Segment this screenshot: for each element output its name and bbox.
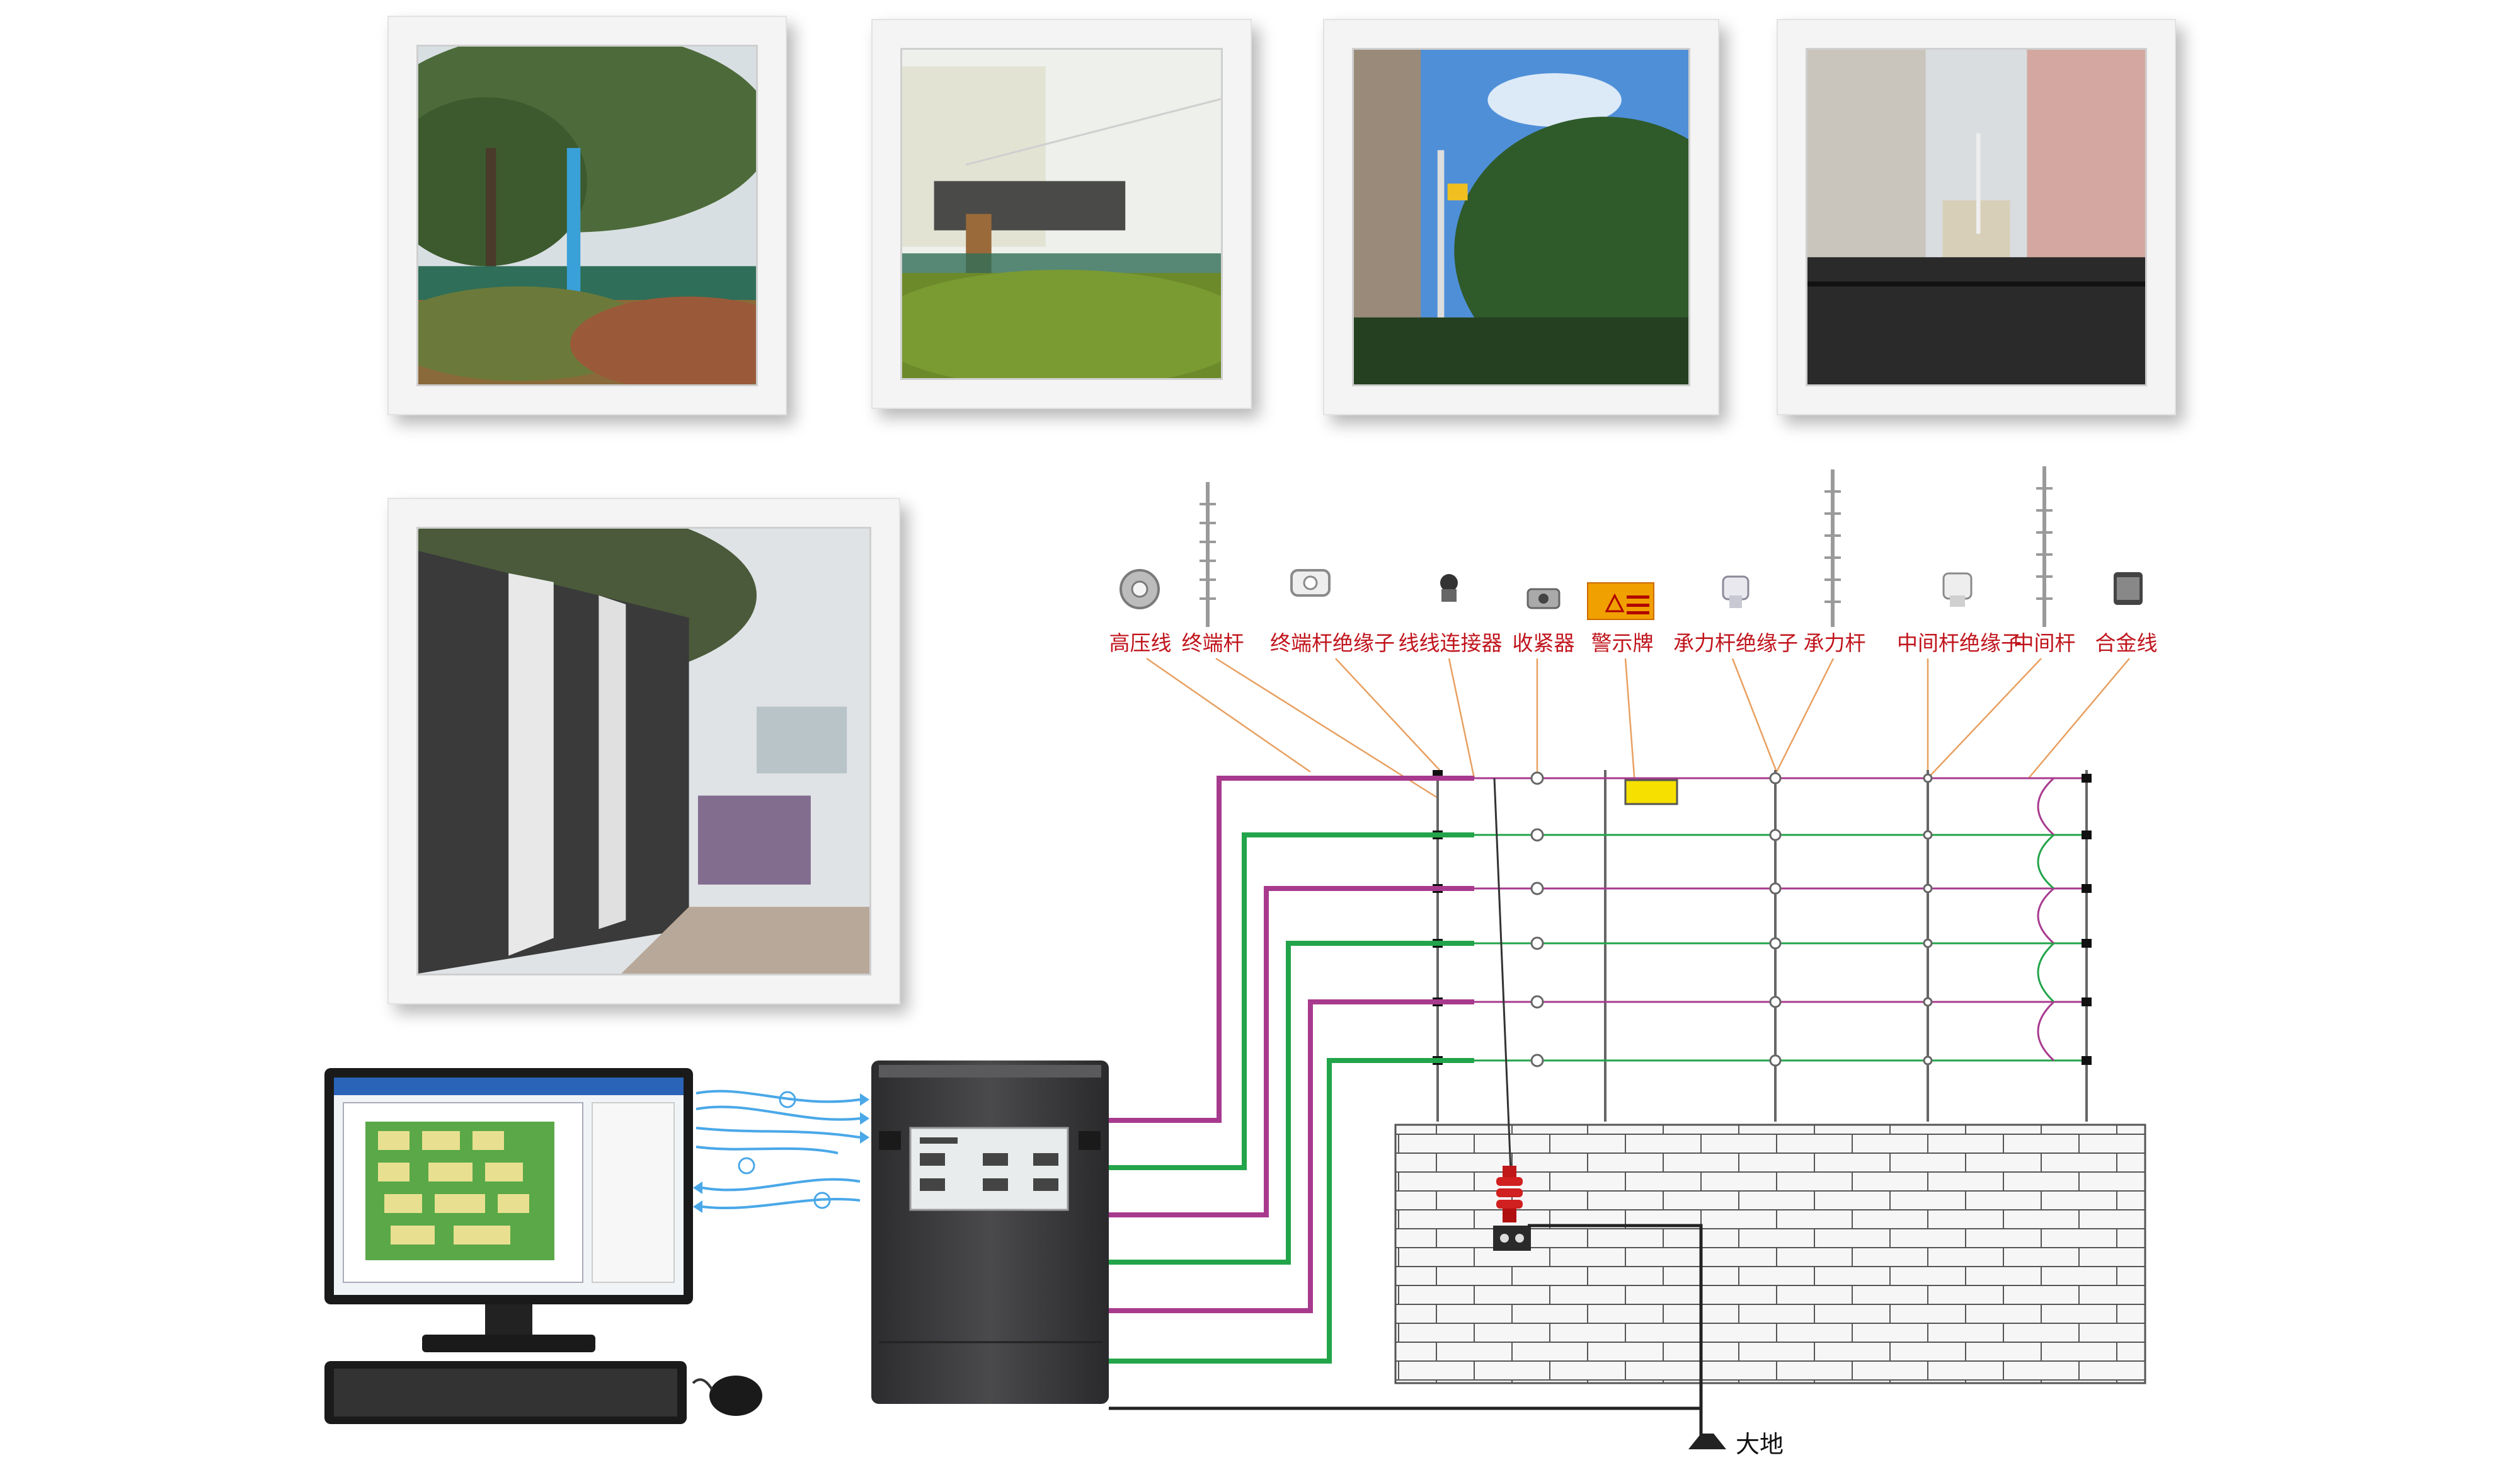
- terminal-insulator-icon: [1290, 569, 1331, 597]
- component-labels: 高压线 终端杆 终端杆绝缘子 线线连接器 收紧器 警示牌 承力杆绝缘子 承力杆 …: [1109, 631, 2158, 655]
- port-a-minus-1: A-1: [1131, 1233, 1169, 1258]
- port-a-minus: A-: [1131, 1137, 1157, 1162]
- warning-sign-on-fence: [1624, 779, 1678, 805]
- middle-markers: [1923, 773, 1933, 1066]
- pulse-controller[interactable]: [871, 1061, 1109, 1404]
- label-terminal-pole: 终端杆: [1182, 631, 1244, 655]
- label-alloy-wire: 合金线: [2095, 631, 2158, 655]
- ground-wire: [1528, 1224, 1703, 1440]
- middle-pole-icon: [2036, 466, 2053, 627]
- label-middle-insulator: 中间杆绝缘子: [1897, 631, 2022, 655]
- label-tensioner: 收紧器: [1513, 631, 1575, 655]
- terminal-pole-icon: [1200, 482, 1216, 627]
- photo-garden-fence: [416, 45, 758, 386]
- component-icons: [1120, 466, 2143, 627]
- computer-monitor: [324, 1068, 693, 1352]
- lightning-arrester-icon: [1493, 1166, 1531, 1251]
- ground-icon: [1688, 1434, 1726, 1449]
- port-a-plus-1: A+1: [1131, 1185, 1169, 1210]
- alloy-wire-icon: [2114, 572, 2143, 605]
- photo-apartment-pole: [1352, 48, 1690, 386]
- brick-wall: [1394, 1124, 2146, 1384]
- port-a-plus: A+: [1131, 1091, 1157, 1116]
- label-wire-connector: 线线连接器: [1399, 631, 1503, 655]
- photo-street-fence: [416, 527, 871, 975]
- mouse[interactable]: [692, 1376, 762, 1416]
- middle-insulator-icon: [1942, 572, 1973, 607]
- terminal-insulators: [1433, 770, 2092, 1065]
- label-bearing-insulator: 承力杆绝缘子: [1673, 631, 1798, 655]
- ground-label: 大地: [1736, 1430, 1784, 1458]
- data-flow-arrows: [696, 1089, 861, 1209]
- label-bearing-pole: 承力杆: [1804, 631, 1866, 655]
- leader-lines: [1146, 657, 2130, 798]
- photo-frame-1: [387, 16, 787, 415]
- photo-frame-4: [1777, 19, 2176, 415]
- fence-wires: [1443, 777, 2085, 1062]
- label-middle-pole: 中间杆: [2013, 631, 2076, 655]
- label-warning-sign: 警示牌: [1591, 631, 1654, 655]
- photo-frame-3: [1323, 19, 1719, 415]
- photo-frame-2: [871, 19, 1252, 409]
- bearing-markers: [1769, 772, 1782, 1067]
- photo-frame-5: [387, 498, 900, 1004]
- bearing-pole-icon: [1824, 469, 1841, 627]
- label-terminal-insulator: 终端杆绝缘子: [1270, 631, 1395, 655]
- arrester-lead: [1493, 778, 1512, 1173]
- port-labels: A+ A- A+1 A-1 A+2 A-2 HGND: [1131, 1091, 1183, 1405]
- controller-wires: [1109, 776, 1701, 1410]
- tensioner-markers: [1530, 771, 1544, 1067]
- wire-connector-icon: [1440, 574, 1458, 602]
- port-a-minus-2: A-2: [1131, 1331, 1169, 1356]
- port-a-plus-2: A+2: [1131, 1282, 1169, 1307]
- insulator-markers: [1530, 771, 1933, 1067]
- bearing-insulator-icon: [1722, 575, 1750, 608]
- photo-gate-fence: [1806, 48, 2147, 386]
- keyboard[interactable]: [324, 1361, 687, 1424]
- data-flow-arrowheads: [693, 1091, 869, 1213]
- photo-building-fence: [900, 48, 1223, 380]
- tensioner-icon: [1526, 588, 1561, 609]
- port-hgnd: HGND: [1131, 1379, 1183, 1405]
- label-high-voltage-wire: 高压线: [1109, 631, 1172, 655]
- warning-sign-icon: [1587, 582, 1654, 620]
- high-voltage-wire-icon: [1120, 569, 1160, 609]
